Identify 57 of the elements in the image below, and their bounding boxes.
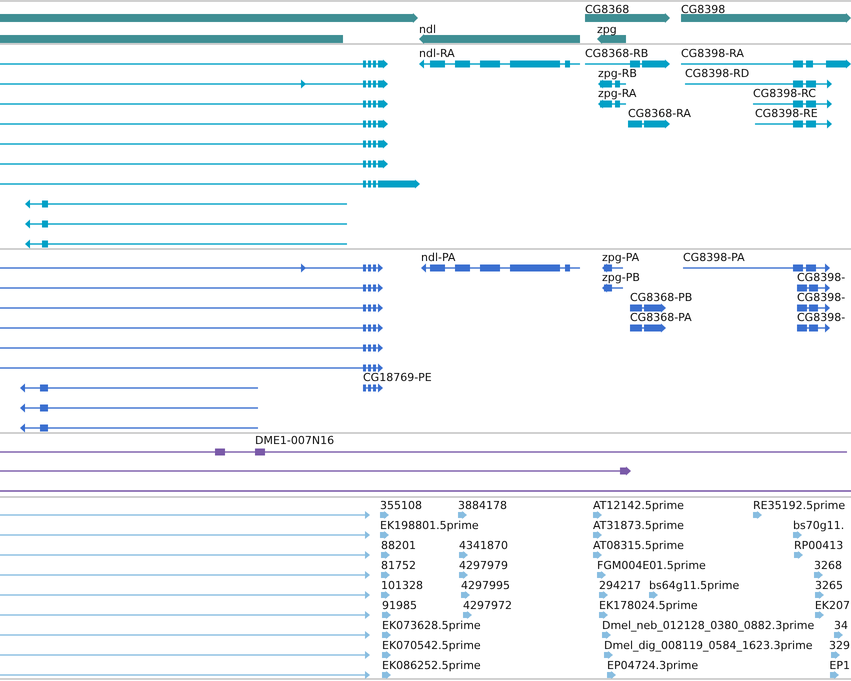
- read-label: FGM004E01.5prime: [597, 559, 706, 572]
- gene-label: CG8368-RB: [585, 47, 648, 60]
- read-label: 88201: [381, 539, 416, 552]
- read-label: Dmel_dig_008119_0584_1623.3prime: [604, 639, 813, 652]
- read-label: EK178024.5prime: [599, 599, 698, 612]
- read-label: 3268: [814, 559, 842, 572]
- gene-label: CG8398-: [797, 291, 846, 304]
- read-label: AT12142.5prime: [593, 499, 684, 512]
- read-label: 4297979: [459, 559, 508, 572]
- read-label: EK086252.5prime: [382, 659, 481, 672]
- read-label: EK198801.5prime: [380, 519, 479, 532]
- read-label: Dmel_neb_012128_0380_0882.3prime: [602, 619, 814, 632]
- clone-label: DME1-007N16: [255, 434, 334, 447]
- read-label: 34: [834, 619, 848, 632]
- gene-label: ndl: [419, 23, 436, 36]
- read-label: EP04724.3prime: [607, 659, 698, 672]
- gene-label: zpg: [597, 23, 617, 36]
- read-label: 329: [829, 639, 850, 652]
- gene-label: CG8398-: [797, 311, 846, 324]
- gene-label: CG8398-RA: [681, 47, 744, 60]
- gene-label: zpg-PB: [602, 271, 640, 284]
- gene-label: zpg-RA: [598, 87, 636, 100]
- gene-label: zpg-RB: [598, 67, 637, 80]
- read-label: 4297995: [461, 579, 510, 592]
- gene-label: ndl-RA: [419, 47, 455, 60]
- read-label: EK073628.5prime: [382, 619, 481, 632]
- read-label: RP00413: [794, 539, 844, 552]
- read-label: 355108: [380, 499, 422, 512]
- read-label: 294217: [599, 579, 641, 592]
- gene-label: CG8398-PA: [683, 251, 745, 264]
- read-label: 81752: [381, 559, 416, 572]
- read-label: 4341870: [459, 539, 508, 552]
- gene-label: CG18769-PE: [363, 371, 432, 384]
- read-label: 91985: [382, 599, 417, 612]
- gene-label: ndl-PA: [421, 251, 456, 264]
- read-label: 101328: [381, 579, 423, 592]
- read-label: RE35192.5prime: [753, 499, 846, 512]
- read-label: 3265: [815, 579, 843, 592]
- read-label: AT08315.5prime: [593, 539, 684, 552]
- gene-label: CG8398-RC: [753, 87, 816, 100]
- read-label: 3884178: [458, 499, 507, 512]
- gene-label: CG8398-RE: [755, 107, 818, 120]
- read-label: EK207: [814, 599, 850, 612]
- read-label: EP1: [829, 659, 850, 672]
- read-label: bs64g11.5prime: [649, 579, 740, 592]
- gene-label: zpg-PA: [602, 251, 640, 264]
- gene-label: CG8398-: [797, 271, 846, 284]
- gene-label: CG8368-PA: [630, 311, 692, 324]
- read-label: AT31873.5prime: [593, 519, 684, 532]
- read-label: 4297972: [463, 599, 512, 612]
- gene-label: CG8398-RD: [685, 67, 750, 80]
- gene-label: CG8368-PB: [630, 291, 692, 304]
- read-label: bs70g11.: [793, 519, 844, 532]
- gene-label: CG8368-RA: [628, 107, 691, 120]
- gene-label: CG8368: [585, 3, 630, 16]
- read-label: EK070542.5prime: [382, 639, 481, 652]
- gene-label: CG8398: [681, 3, 726, 16]
